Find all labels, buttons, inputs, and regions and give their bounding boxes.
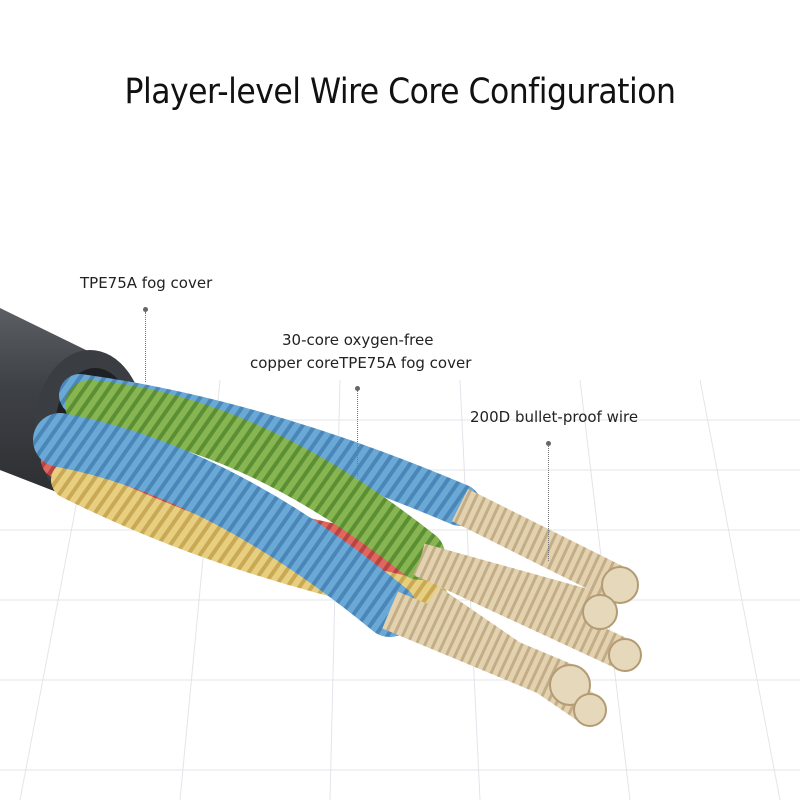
wire-strands — [33, 374, 642, 727]
sheath-label: TPE75A fog cover — [80, 274, 213, 292]
core-leader-line — [357, 391, 358, 476]
shield-leader-dot — [546, 441, 551, 446]
shield-label: 200D bullet-proof wire — [470, 408, 639, 426]
sheath-leader-line — [145, 312, 146, 382]
core-label-line1: 30-core oxygen-free — [282, 331, 434, 349]
core-leader-dot — [355, 386, 360, 391]
shield-leader-line — [548, 446, 549, 561]
core-label: 30-core oxygen-free — [282, 329, 433, 352]
page-title: Player-level Wire Core Configuration — [124, 72, 677, 112]
sheath-leader-dot — [143, 307, 148, 312]
core-label-line2: copper coreTPE75A fog cover — [250, 354, 472, 372]
